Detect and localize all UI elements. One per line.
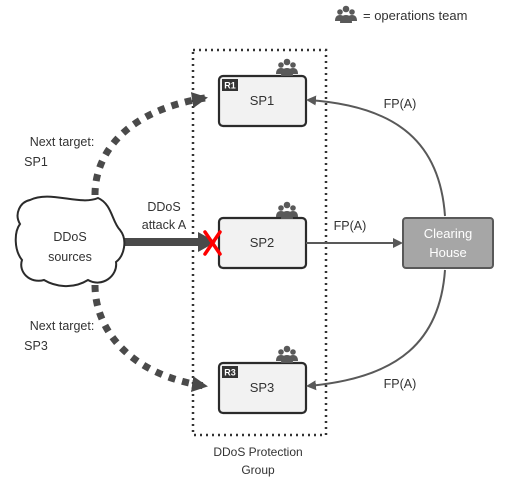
ddos-sources-line2: sources (48, 250, 92, 264)
sp3-badge (222, 366, 238, 378)
legend: = operations team (335, 5, 467, 23)
blocked-x-icon (203, 230, 222, 256)
next-target-sp3-line1: Next target: (30, 319, 95, 333)
sp3-operations-team-icon (276, 345, 298, 363)
clearing-house-line2: House (429, 245, 467, 260)
people-group-icon (335, 5, 357, 23)
ddos-sources-line1: DDoS (53, 230, 86, 244)
attack-label-line2: attack A (142, 218, 187, 232)
legend-text: = operations team (363, 8, 467, 23)
sp1-node: R1 SP1 (217, 74, 308, 128)
group-label-line2: Group (241, 463, 275, 477)
clearing-house-node: Clearing House (402, 217, 494, 269)
sp1-badge (222, 79, 238, 91)
next-target-sp1-line2: SP1 (24, 155, 48, 169)
sp1-badge-label: R1 (224, 81, 236, 91)
fp-bottom-label: FP(A) (384, 377, 417, 391)
group-label-line1: DDoS Protection (213, 445, 302, 459)
sp2-operations-team-icon (276, 201, 298, 219)
fp-clearing-to-sp1-arrow (306, 95, 446, 217)
sp3-badge-label: R3 (224, 368, 236, 378)
sp1-operations-team-icon (276, 58, 298, 76)
attack-arrowhead (198, 232, 216, 252)
clearing-house-line1: Clearing (424, 226, 472, 241)
next-target-sp1-line1: Next target: (30, 135, 95, 149)
sp2-node: SP2 (217, 216, 308, 270)
next-target-sp3-line2: SP3 (24, 339, 48, 353)
fp-clearing-to-sp3-arrow (306, 269, 446, 391)
sp3-label: SP3 (250, 380, 275, 395)
fp-middle-label: FP(A) (334, 219, 367, 233)
attack-label-line1: DDoS (147, 200, 180, 214)
ddos-sources-cloud (14, 195, 126, 287)
sp1-label: SP1 (250, 93, 275, 108)
sp3-node: R3 SP3 (217, 361, 308, 415)
next-target-sp1-arrow (91, 92, 208, 196)
sp2-label: SP2 (250, 235, 275, 250)
fp-top-label: FP(A) (384, 97, 417, 111)
next-target-sp3-arrow (91, 284, 208, 393)
